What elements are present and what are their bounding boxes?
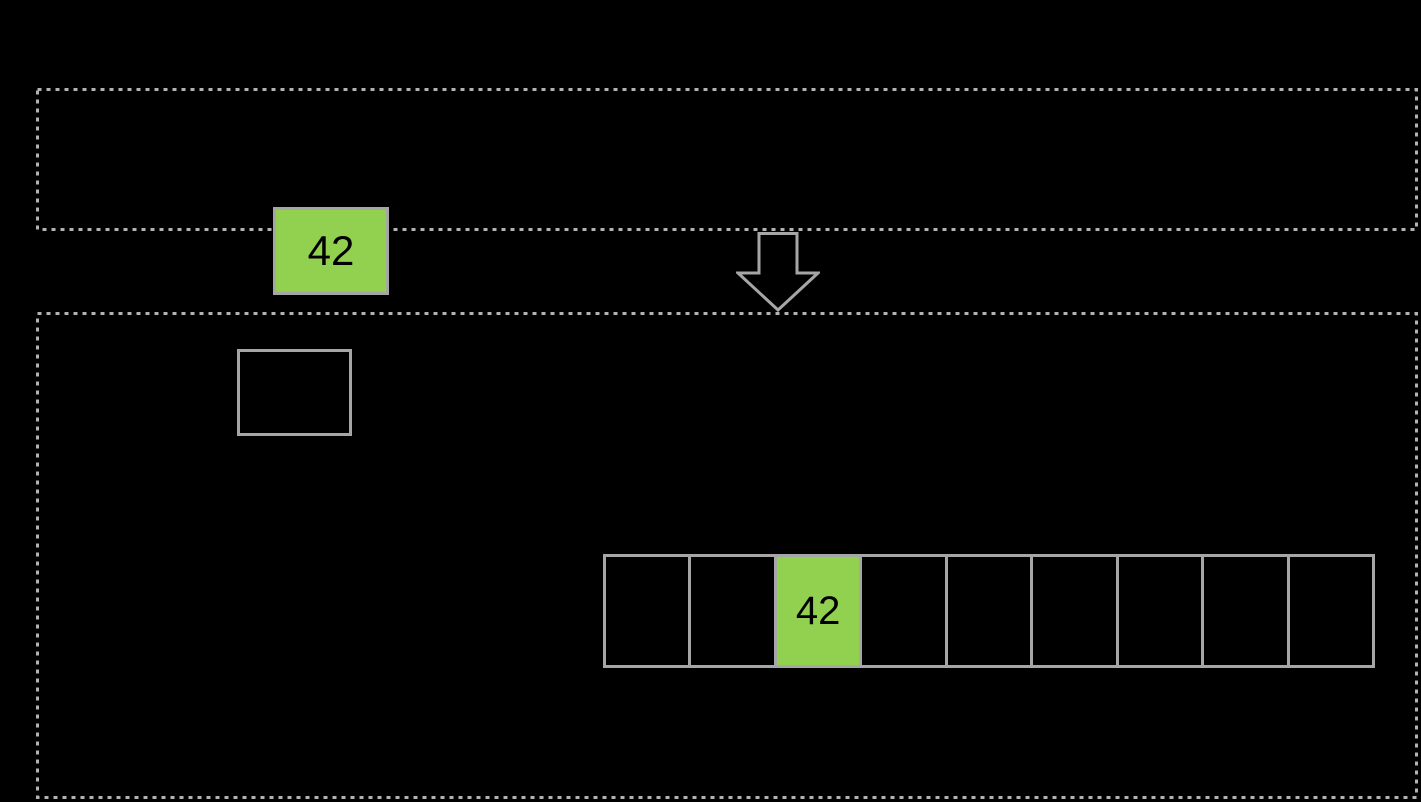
array-cell [688, 557, 773, 665]
empty-variable-box [237, 349, 352, 436]
source-value-box: 42 [273, 207, 389, 295]
array-cell [859, 557, 944, 665]
array-cell [944, 557, 1030, 665]
dashed-border [36, 88, 1418, 231]
array-cell [606, 557, 688, 665]
source-value-label: 42 [307, 227, 355, 274]
array-cell [1030, 557, 1115, 665]
array-cell [1286, 557, 1372, 665]
array-row: 42 [603, 554, 1375, 668]
array-cell-highlighted: 42 [773, 557, 860, 665]
down-arrow-icon [734, 232, 822, 313]
array-cell [1201, 557, 1286, 665]
top-dashed-panel: 42 [36, 88, 1418, 295]
down-arrow-shape [734, 232, 822, 313]
array-cell [1115, 557, 1201, 665]
